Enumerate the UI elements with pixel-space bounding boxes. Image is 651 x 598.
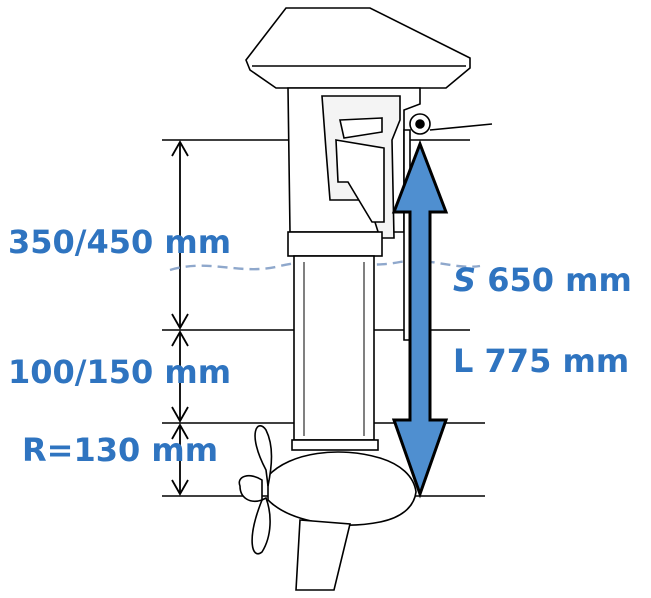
tiller-line (429, 123, 493, 131)
bracket-plate (335, 139, 385, 223)
arrow-head-down (171, 479, 189, 496)
label-prop-depth: 100/150 mm (8, 353, 232, 391)
propeller-blade (254, 425, 273, 487)
label-shaft-long: L 775 mm (453, 342, 630, 380)
arrow-head-up (171, 423, 189, 440)
arrow-head-up (171, 330, 189, 347)
pivot-center (415, 119, 425, 129)
bracket-arm (339, 117, 383, 139)
outboard-motor-icon (238, 7, 493, 591)
dimension-arrows (171, 140, 189, 496)
arrow-head-down (171, 406, 189, 423)
propeller-blade (251, 496, 271, 555)
mid-plate (287, 231, 383, 257)
double-arrow-icon (391, 139, 449, 499)
label-shaft-short-value: 650 mm (476, 261, 632, 299)
motor-skeg (295, 519, 351, 591)
motor-torpedo (267, 451, 417, 526)
motor-shaft (293, 255, 375, 441)
label-shaft-transom: 350/450 mm (8, 223, 232, 261)
label-prop-radius: R=130 mm (22, 431, 219, 469)
propeller-hub (238, 474, 263, 502)
arrow-head-up (171, 140, 189, 157)
label-shaft-short-prefix: S (453, 261, 477, 299)
label-shaft-short: S 650 mm (453, 264, 632, 296)
cavitation-plate (291, 439, 379, 451)
arrow-head-down (171, 313, 189, 330)
motor-cowling (245, 7, 471, 89)
